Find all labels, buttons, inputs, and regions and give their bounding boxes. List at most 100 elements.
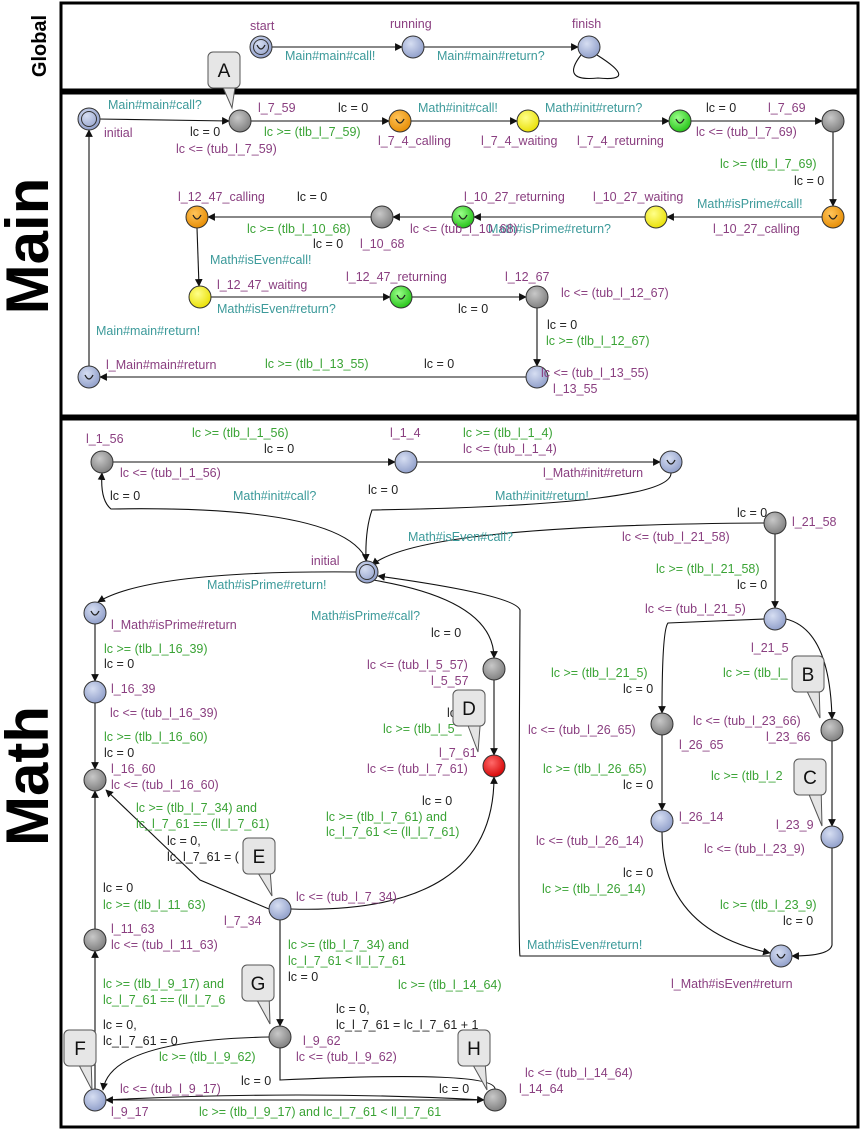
location-x-l-26-65[interactable]: l_26_65: [650, 712, 724, 752]
location-m-l-7-69[interactable]: l_7_69: [768, 101, 845, 133]
location-label: l_26_65: [679, 738, 724, 752]
location-x-l-14-64[interactable]: l_14_64: [483, 1082, 564, 1112]
edge-label: lc_l_7_61 <= (ll_l_7_61): [326, 825, 459, 839]
location-m-l-10-27-returning[interactable]: l_10_27_returning: [451, 190, 565, 229]
location-m-l-10-68[interactable]: l_10_68: [360, 205, 405, 251]
edge-label: lc >= (tlb_l_7_61) and: [326, 810, 447, 824]
edge-label: lc = 0: [368, 483, 398, 497]
location-label: l_16_60: [111, 762, 156, 776]
location-x-l-23-9[interactable]: l_23_9: [776, 818, 844, 849]
location-label: l_7_34: [224, 914, 262, 928]
location-x-l-11-63[interactable]: l_11_63: [83, 922, 155, 952]
location-m-l-main-return[interactable]: l_Main#main#return: [77, 358, 217, 389]
edge-label: Math#isEven#return!: [527, 938, 642, 952]
location-x-l-16-60[interactable]: l_16_60: [83, 762, 156, 792]
location-x-l-math-isprime-return[interactable]: l_Math#isPrime#return: [83, 601, 237, 632]
location-label: l_12_47_waiting: [217, 278, 307, 292]
edge-label: lc = 0: [103, 881, 133, 895]
edge-label: lc >= (tlb_l_12_67): [546, 334, 650, 348]
location-g-finish[interactable]: finish: [572, 17, 601, 59]
edge-label: lc = 0: [297, 190, 327, 204]
location-m-l-7-59[interactable]: l_7_59: [228, 101, 296, 133]
transition-edge: [105, 789, 270, 910]
location-x-l-7-34[interactable]: l_7_34: [224, 897, 292, 928]
transition-edge: [372, 579, 498, 659]
edge-label: lc >= (tlb_l_: [723, 666, 789, 680]
location-x-l-math-init-return[interactable]: l_Math#init#return: [543, 450, 683, 480]
edge-label: lc >= (tlb_l_9_17) and lc_l_7_61 < ll_l_…: [199, 1105, 441, 1119]
edge-label: Math#isPrime#call!: [697, 197, 803, 211]
transition-edge: [361, 472, 672, 562]
location-x-l-1-56[interactable]: l_1_56: [86, 432, 124, 474]
edge-label: lc <= (tub_l_9_62): [296, 1050, 397, 1064]
location-x-l-26-14[interactable]: l_26_14: [650, 809, 724, 833]
location-label: running: [390, 17, 432, 31]
location-label: l_Math#isPrime#return: [111, 618, 237, 632]
location-m-l-12-47-returning[interactable]: l_12_47_returning: [346, 270, 447, 309]
panel-title-main: Main: [0, 178, 61, 315]
location-x-l-7-61[interactable]: l_7_61: [439, 746, 506, 778]
location-x-initial[interactable]: initial: [311, 554, 379, 584]
location-label: l_7_61: [439, 746, 477, 760]
location-label: finish: [572, 17, 601, 31]
location-label: l_9_62: [303, 1034, 341, 1048]
location-m-l-12-67[interactable]: l_12_67: [505, 270, 550, 309]
committed-mark-icon: [192, 214, 202, 220]
location-x-l-1-4[interactable]: l_1_4: [390, 426, 421, 474]
location-m-initial[interactable]: initial: [77, 107, 133, 140]
location-m-l-7-4-waiting[interactable]: l_7_4_waiting: [481, 109, 557, 148]
callout-label: F: [74, 1039, 86, 1060]
location-label: l_12_47_returning: [346, 270, 447, 284]
location-x-l-21-58[interactable]: l_21_58: [763, 511, 837, 535]
edge-label: lc <= (tub_l_7_59): [176, 142, 277, 156]
edge-label: lc <= (tub_l_21_58): [622, 530, 730, 544]
edge-label: lc = 0: [431, 626, 461, 640]
committed-mark-icon: [395, 118, 405, 124]
location-label: l_5_57: [431, 674, 469, 688]
location-label: l_26_14: [679, 810, 724, 824]
location-x-l-21-5[interactable]: l_21_5: [751, 607, 789, 655]
location-m-l-7-4-calling[interactable]: l_7_4_calling: [378, 109, 451, 148]
edge-label: Main#main#call!: [285, 49, 375, 63]
edge-label: lc >= (tlb_l_11_63): [103, 898, 206, 912]
edge-label: lc <= (tub_l_1_4): [463, 442, 557, 456]
edge-label: lc >= (tlb_l_9_17) and: [103, 977, 224, 991]
location-m-l-13-55[interactable]: l_13_55: [525, 365, 598, 396]
edge-label: lc >= (tlb_l_23_9): [720, 898, 817, 912]
edge-label: Math#isEven#call!: [210, 253, 311, 267]
edge-label: lc <= (tub_l_16_60): [111, 778, 219, 792]
location-label: l_12_47_calling: [178, 190, 265, 204]
edge-label: lc = 0: [794, 174, 824, 188]
edge-label: lc = 0: [623, 778, 653, 792]
edge-label: lc <= (tub_l_11_63): [111, 938, 218, 952]
edge-label: lc = 0: [424, 357, 454, 371]
committed-mark-icon: [84, 374, 94, 380]
edge-label: Math#isEven#call?: [408, 530, 513, 544]
edge-label: Math#init#return!: [495, 489, 589, 503]
location-x-l-9-17[interactable]: l_9_17: [83, 1088, 149, 1119]
location-x-l-9-62[interactable]: l_9_62: [268, 1025, 341, 1049]
callout-a: A: [207, 51, 241, 110]
location-x-l-5-57[interactable]: l_5_57: [431, 657, 506, 688]
location-x-l-23-66[interactable]: l_23_66: [766, 718, 844, 744]
edge-label: lc = 0: [190, 125, 220, 139]
callout-label: G: [251, 974, 266, 995]
location-m-l-12-47-waiting[interactable]: l_12_47_waiting: [188, 278, 307, 309]
location-g-start[interactable]: start: [249, 19, 275, 59]
location-x-l-16-39[interactable]: l_16_39: [83, 680, 156, 704]
edge-label: lc <= (tub_l_13_55): [541, 366, 649, 380]
transition-edge: [194, 227, 203, 287]
location-m-l-10-27-calling[interactable]: l_10_27_calling: [713, 205, 845, 236]
transition-edge: [97, 571, 359, 603]
location-m-l-7-4-returning[interactable]: l_7_4_returning: [577, 109, 692, 148]
location-g-running[interactable]: running: [390, 17, 432, 59]
panel-title-math: Math: [0, 706, 61, 846]
location-m-l-10-27-waiting[interactable]: l_10_27_waiting: [593, 190, 683, 229]
committed-mark-icon: [666, 459, 676, 465]
location-m-l-12-47-calling[interactable]: l_12_47_calling: [178, 190, 265, 229]
location-x-l-math-iseven-return[interactable]: l_Math#isEven#return: [671, 944, 793, 991]
edge-label: lc = 0: [458, 302, 488, 316]
edge-label: lc <= (tub_l_5_57): [367, 658, 468, 672]
callout-b: B: [791, 655, 825, 719]
callout-f: F: [63, 1029, 97, 1091]
